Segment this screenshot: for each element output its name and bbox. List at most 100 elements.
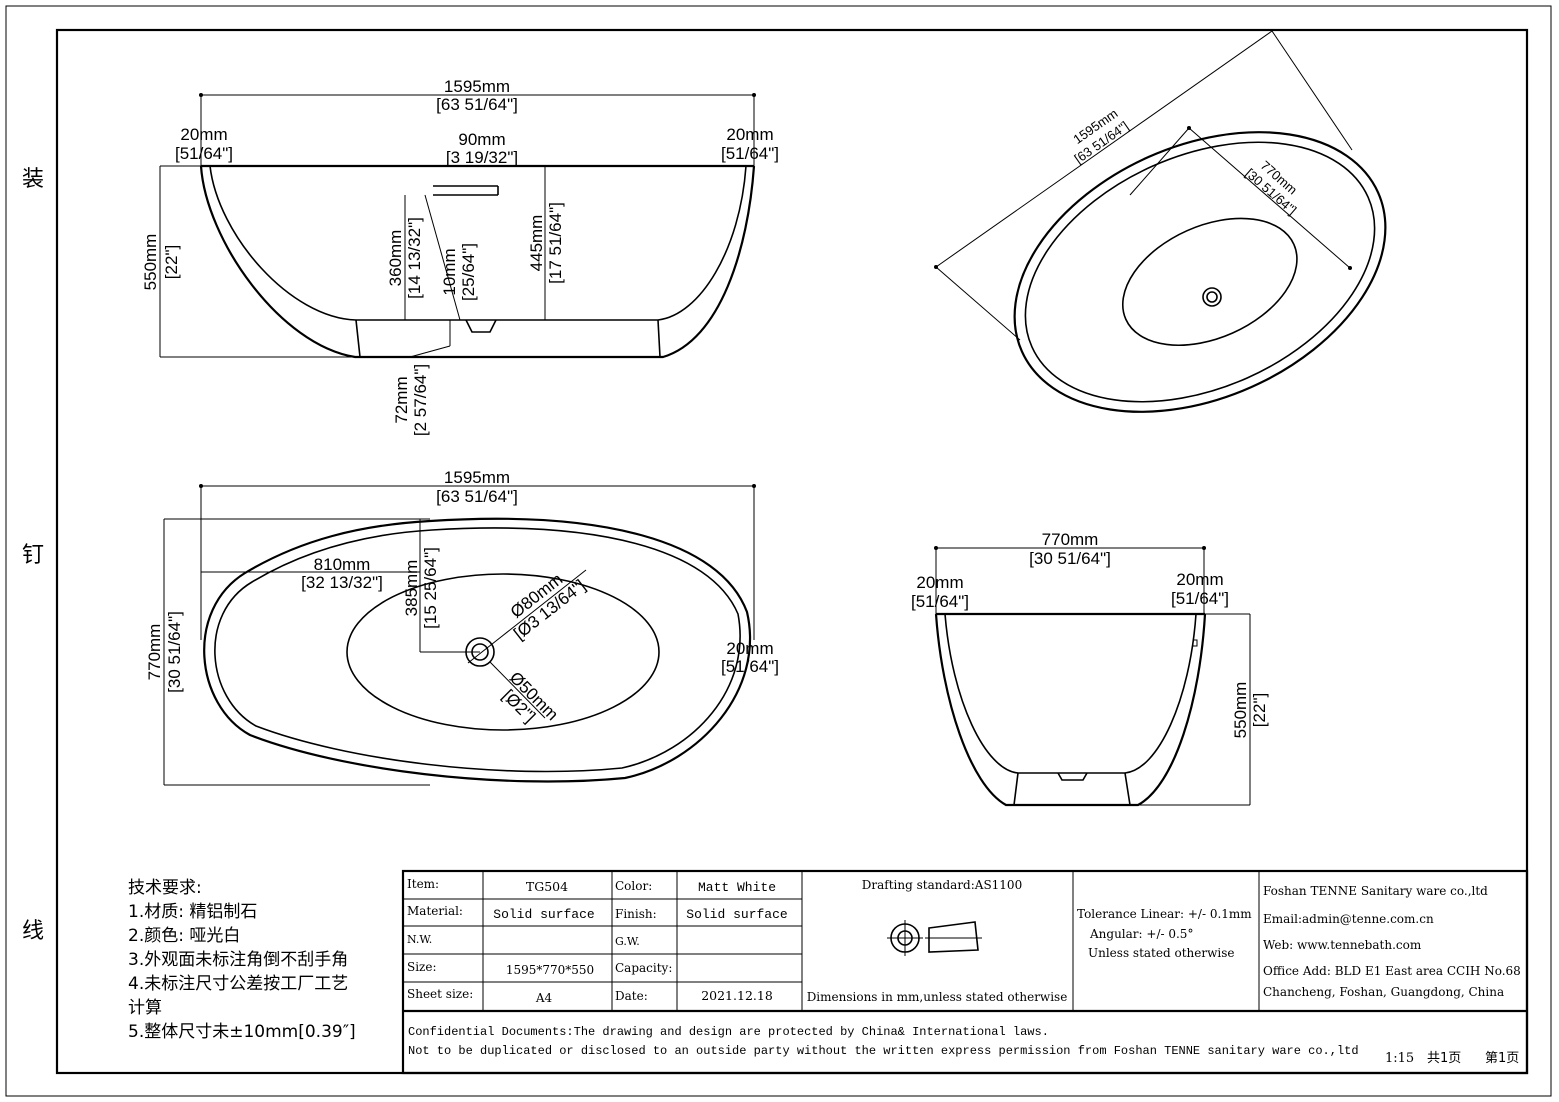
tech-notes: 技术要求: 1.材质: 精铝制石 2.颜色: 哑光白 3.外观面未标注角倒不刮手… xyxy=(128,878,356,1042)
item-value: TG504 xyxy=(526,879,568,894)
front-pipe-label: 90mm xyxy=(458,130,505,149)
side-width-inch: [30 51/64"] xyxy=(1029,549,1111,568)
drafting-standard: Drafting standard:AS1100 xyxy=(862,878,1022,892)
company-name: Foshan TENNE Sanitary ware co.,ltd xyxy=(1263,884,1488,898)
tech-note-3: 3.外观面未标注角倒不刮手角 xyxy=(128,950,348,970)
color-label: Color: xyxy=(615,879,652,893)
front-drain xyxy=(465,319,497,333)
sheet-label: Sheet size: xyxy=(407,987,473,1001)
confidential-line-1: Confidential Documents:The drawing and d… xyxy=(408,1025,1049,1039)
front-height-label: 550mm xyxy=(141,234,160,291)
front-rim-left-inch: [51/64"] xyxy=(175,144,233,163)
margin-mark-1: 装 xyxy=(22,167,44,192)
top-outer-rim xyxy=(203,517,752,783)
front-pipe-inch: [3 19/32"] xyxy=(446,148,518,167)
finish-label: Finish: xyxy=(615,907,657,921)
front-water-label: 445mm xyxy=(527,215,546,272)
sheet-value: A4 xyxy=(535,991,553,1005)
side-view: 770mm [30 51/64"] 20mm [51/64"] 20mm [51… xyxy=(911,530,1269,807)
tech-notes-title: 技术要求: xyxy=(128,878,202,898)
top-offset-inch: [32 13/32"] xyxy=(301,573,383,592)
front-water-inch: [17 51/64"] xyxy=(546,202,565,284)
capacity-label: Capacity: xyxy=(615,961,672,975)
margin-mark-2: 钉 xyxy=(22,543,44,568)
finish-value: Solid surface xyxy=(686,907,787,922)
front-base-inch: [2 57/64"] xyxy=(411,364,430,436)
material-label: Material: xyxy=(407,904,463,918)
side-inner-shell xyxy=(944,613,1197,774)
front-base-sides xyxy=(355,319,661,358)
side-drain xyxy=(1057,772,1088,781)
top-view: 1595mm [63 51/64"] 810mm [32 13/32"] 385… xyxy=(145,468,779,786)
iso-drain-inner xyxy=(1206,291,1218,303)
office-line-2: Chancheng, Foshan, Guangdong, China xyxy=(1263,985,1504,999)
item-label: Item: xyxy=(407,877,439,891)
side-rim-left-inch: [51/64"] xyxy=(911,592,969,611)
page-number: 第1页 xyxy=(1485,1051,1519,1066)
tolerance-note: Unless stated otherwise xyxy=(1088,946,1234,960)
date-value: 2021.12.18 xyxy=(701,988,773,1003)
office-line-1: Office Add: BLD E1 East area CCIH No.68 xyxy=(1263,964,1521,978)
top-length-label: 1595mm xyxy=(444,468,510,487)
outer-frame xyxy=(5,5,1552,1097)
iso-inner-rim xyxy=(1024,141,1376,403)
tech-note-1: 1.材质: 精铝制石 xyxy=(128,902,257,922)
title-block: Item: TG504 Color: Matt White Material: … xyxy=(401,869,1529,1075)
front-view: 1595mm [63 51/64"] 20mm [51/64"] 20mm [5… xyxy=(141,77,779,436)
tech-note-4b: 计算 xyxy=(128,998,162,1018)
top-drain-y-inch: [15 25/64"] xyxy=(421,547,440,629)
front-gap-inch: [25/64"] xyxy=(459,243,478,301)
front-rim-right: 20mm xyxy=(726,125,773,144)
side-rim-right: 20mm xyxy=(1176,570,1223,589)
front-length-label: 1595mm xyxy=(444,77,510,96)
front-base-label: 72mm xyxy=(392,376,411,423)
side-width-label: 770mm xyxy=(1042,530,1099,549)
front-depth-label: 360mm xyxy=(386,230,405,287)
tolerance-angular: Angular: +/- 0.5° xyxy=(1089,927,1193,941)
front-depth-inch: [14 13/32"] xyxy=(405,217,424,299)
tolerance-linear: Tolerance Linear: +/- 0.1mm xyxy=(1077,907,1252,921)
side-outer-shell xyxy=(934,613,1207,807)
top-rim-right-inch: [51/64"] xyxy=(721,657,779,676)
top-basin xyxy=(346,573,660,731)
size-label: Size: xyxy=(407,960,437,974)
top-drain-y-label: 385mm xyxy=(402,560,421,617)
company-web: Web: www.tennebath.com xyxy=(1263,938,1422,952)
iso-basin xyxy=(1121,217,1298,347)
top-length-inch: [63 51/64"] xyxy=(436,487,518,506)
front-rim-right-inch: [51/64"] xyxy=(721,144,779,163)
side-rim-left: 20mm xyxy=(916,573,963,592)
material-value: Solid surface xyxy=(493,907,594,922)
gw-label: G.W. xyxy=(615,935,640,948)
total-pages: 共1页 xyxy=(1427,1051,1461,1066)
margin-mark-3: 线 xyxy=(22,919,44,944)
front-inner-shell xyxy=(209,165,747,321)
tech-note-4: 4.未标注尺寸公差按工厂工艺 xyxy=(128,974,348,994)
front-height-inch: [22"] xyxy=(162,245,181,279)
top-rim-right: 20mm xyxy=(726,639,773,658)
iso-view: 1595mm [63 51/64"] 770mm [30 51/64"] xyxy=(934,30,1387,413)
side-height-inch: [22"] xyxy=(1250,693,1269,727)
dimensions-note: Dimensions in mm,unless stated otherwise xyxy=(807,990,1068,1004)
tech-note-5: 5.整体尺寸未±10mm[0.39″] xyxy=(128,1022,356,1042)
tech-note-2: 2.颜色: 哑光白 xyxy=(128,926,240,946)
top-inner-rim xyxy=(214,527,741,773)
iso-drain-outer xyxy=(1202,287,1222,307)
top-width-label: 770mm xyxy=(145,624,164,681)
front-rim-left: 20mm xyxy=(180,125,227,144)
side-height-label: 550mm xyxy=(1231,682,1250,739)
iso-outer-rim xyxy=(1013,131,1387,413)
front-gap-label: 10mm xyxy=(440,248,459,295)
date-label: Date: xyxy=(615,989,648,1003)
color-value: Matt White xyxy=(698,880,776,895)
side-rim-right-inch: [51/64"] xyxy=(1171,589,1229,608)
company-email: Email:admin@tenne.com.cn xyxy=(1263,912,1434,926)
top-width-inch: [30 51/64"] xyxy=(165,611,184,693)
confidential-line-2: Not to be duplicated or disclosed to an … xyxy=(408,1044,1359,1058)
nw-label: N.W. xyxy=(407,933,432,946)
size-value: 1595*770*550 xyxy=(506,963,594,977)
projection-symbol xyxy=(887,920,982,956)
scale: 1:15 xyxy=(1385,1051,1414,1066)
front-length-inch: [63 51/64"] xyxy=(436,95,518,114)
